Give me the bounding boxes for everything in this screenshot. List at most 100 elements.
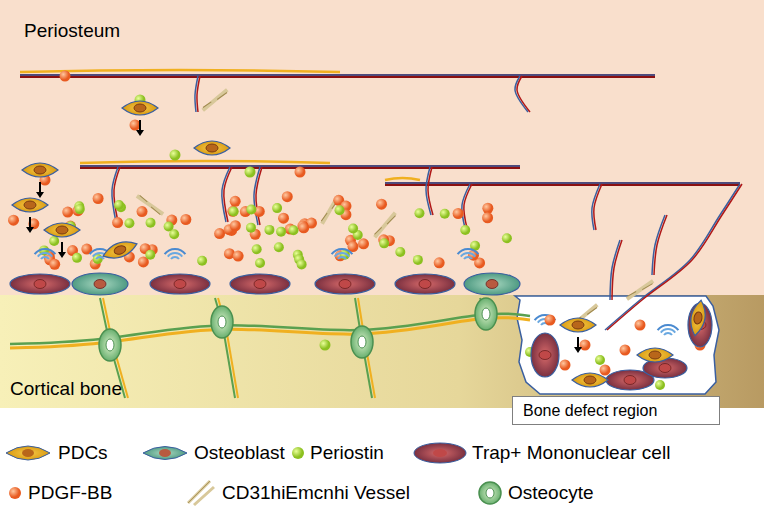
blood-vessel xyxy=(197,76,200,112)
legend-sample xyxy=(22,449,34,457)
signal-symbol xyxy=(171,257,179,259)
osteocyte xyxy=(106,339,114,351)
pdc-cell xyxy=(101,237,140,262)
signal-symbol xyxy=(38,253,52,257)
pdc-cell xyxy=(134,104,146,112)
trap-mononuclear-cell xyxy=(395,274,455,294)
periostin xyxy=(164,222,174,232)
periostin xyxy=(595,355,605,365)
trap-mononuclear-cell xyxy=(315,274,375,294)
pdgf-bb xyxy=(635,320,646,331)
cd31-emcn-vessel xyxy=(627,280,652,299)
legend-sample xyxy=(479,482,501,504)
pdgf-bb xyxy=(482,212,493,223)
trap-mononuclear-cell xyxy=(659,364,671,373)
trap-mononuclear-cell xyxy=(254,280,266,289)
periostin xyxy=(246,205,256,215)
trap-mononuclear-cell xyxy=(34,280,46,289)
pdgf-bb xyxy=(600,365,611,376)
pdgf-bb xyxy=(93,193,104,204)
signal-symbol xyxy=(35,249,56,254)
osteocyte xyxy=(482,308,490,320)
osteoblast xyxy=(486,280,498,289)
signal-symbol xyxy=(458,249,479,259)
periostin xyxy=(197,256,207,266)
signal-symbol xyxy=(461,253,475,257)
osteocyte xyxy=(351,326,373,358)
cd31-emcn-vessel xyxy=(203,90,228,111)
pdgf-bb xyxy=(482,203,493,214)
trap-mononuclear-cell xyxy=(150,274,210,294)
periostin xyxy=(75,204,85,214)
periostin xyxy=(440,209,450,219)
blood-vessel xyxy=(114,167,120,222)
pdgf-bb xyxy=(282,191,293,202)
blood-vessel xyxy=(517,76,530,112)
legend-text: Periostin xyxy=(310,442,384,464)
pdgf-bb xyxy=(214,228,225,239)
periostin xyxy=(229,207,239,217)
periostin xyxy=(655,380,665,390)
periosteum-layer xyxy=(385,182,740,184)
trap-mononuclear-cell xyxy=(395,274,455,294)
pdc-cell xyxy=(572,373,608,387)
periostin xyxy=(274,242,284,252)
periostin xyxy=(348,223,358,233)
signal-symbol xyxy=(664,333,672,335)
pdc-cell xyxy=(572,373,608,387)
periostin xyxy=(272,203,282,213)
legend-sample xyxy=(486,488,494,498)
pdc-cell xyxy=(44,223,80,237)
periosteum-layer xyxy=(20,74,655,76)
signal-symbol xyxy=(338,257,346,259)
pdgf-bb xyxy=(295,167,306,178)
periostin xyxy=(252,244,262,254)
pdgf-bb xyxy=(434,257,445,268)
pdgf-bb xyxy=(137,206,148,217)
legend-sample xyxy=(414,443,466,463)
trap-mononuclear-cell xyxy=(624,376,636,385)
trap-mononuclear-cell xyxy=(150,274,210,294)
periosteum-fibre xyxy=(385,178,420,180)
periostin xyxy=(335,205,345,215)
cd31-emcn-vessel xyxy=(203,89,227,110)
trap-mononuclear-cell xyxy=(10,274,70,294)
trap-mononuclear-cell xyxy=(419,280,431,289)
canaliculus xyxy=(10,318,530,348)
trap-mononuclear-cell xyxy=(174,280,186,289)
signal-symbol xyxy=(535,315,556,325)
legend-text: PDCs xyxy=(58,442,108,464)
legend-sample xyxy=(292,447,304,459)
differentiation-arrow xyxy=(136,130,144,136)
signal-symbol xyxy=(658,325,679,335)
pdc-cell xyxy=(194,141,230,155)
signal-symbol xyxy=(96,257,104,259)
cd31-emcn-vessel xyxy=(201,88,228,112)
pdc-cell xyxy=(637,348,673,362)
differentiation-arrow xyxy=(26,227,34,233)
osteoblast xyxy=(464,273,520,295)
pdc-cell xyxy=(584,376,596,384)
legend-sample xyxy=(414,443,466,463)
periostin xyxy=(114,200,124,210)
pdgf-bb xyxy=(60,71,71,82)
pdgf-bb xyxy=(545,315,556,326)
legend-sample xyxy=(9,487,21,499)
signal-symbol xyxy=(35,249,56,259)
legend-text: CD31hiEmcnhi Vessel xyxy=(222,482,410,504)
periostin xyxy=(297,259,307,269)
pdc-cell xyxy=(101,237,140,262)
blood-vessel xyxy=(464,184,472,228)
osteoblast xyxy=(464,273,520,295)
legend-sample xyxy=(6,446,50,460)
trap-mononuclear-cell xyxy=(531,333,559,377)
pdgf-bb xyxy=(8,215,19,226)
trap-mononuclear-cell xyxy=(315,274,375,294)
legend-text: Osteoblast xyxy=(194,442,285,464)
pdgf-bb xyxy=(278,213,289,224)
periostin xyxy=(49,236,59,246)
periosteum-fibre xyxy=(80,161,330,163)
osteoblast xyxy=(94,280,106,289)
pdc-cell xyxy=(637,348,673,362)
signal-symbol xyxy=(165,249,186,254)
